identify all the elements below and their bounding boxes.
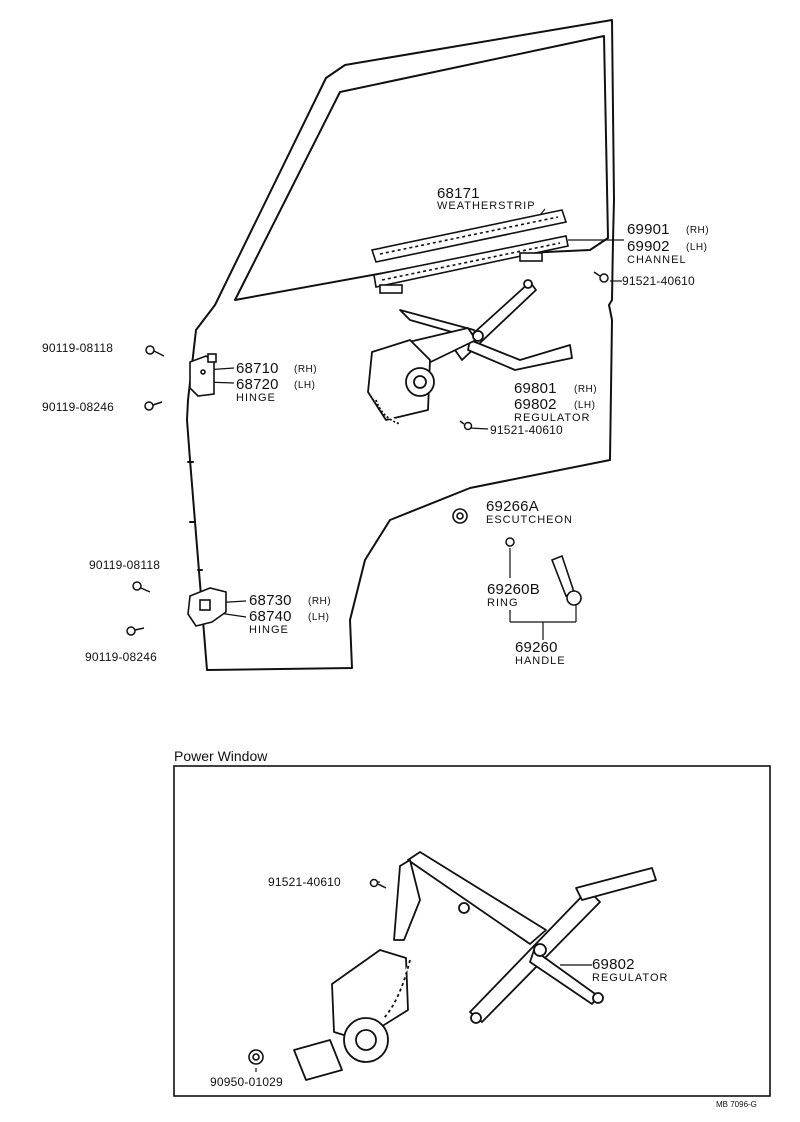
lower-hinge-part	[187, 587, 227, 627]
regulator-bolt-part-number: 91521-40610	[490, 423, 563, 437]
upper-hinge-lh-side: (LH)	[294, 380, 316, 391]
lower-hinge-bolt-icon	[132, 581, 151, 593]
door-edge-marks	[187, 461, 203, 571]
upper-hinge-lh-part-number: 68720	[236, 376, 279, 393]
lower-hinge-bolt-2-icon	[126, 626, 145, 636]
channel-bolt-icon	[593, 271, 609, 283]
weatherstrip-part-number: 68171	[437, 185, 480, 202]
lower-hinge-rh-part-number: 68730	[249, 592, 292, 609]
upper-hinge-rh-part-number: 68710	[236, 360, 279, 377]
upper-hinge-bolt-2-icon	[144, 401, 163, 411]
channel-bolt-part-number: 91521-40610	[622, 274, 695, 288]
upper-hinge-bolt-icon	[145, 345, 165, 357]
window-frame	[234, 35, 609, 301]
upper-hinge-rh-side: (RH)	[294, 364, 318, 375]
escutcheon-icon	[452, 508, 468, 524]
channel-part	[373, 235, 569, 294]
handle-part-number: 69260	[515, 639, 558, 656]
drawing-code: MB 7096-G	[716, 1100, 757, 1109]
power-window-title: Power Window	[174, 748, 268, 764]
handle-name: HANDLE	[515, 655, 566, 667]
upper-hinge-bolt-part-number: 90119-08118	[42, 341, 114, 355]
lower-hinge-name: HINGE	[249, 624, 289, 636]
lower-hinge-bolt-2-part-number: 90119-08246	[85, 650, 158, 664]
weatherstrip-name: WEATHERSTRIP	[437, 200, 536, 212]
channel-rh-part-number: 69901	[627, 221, 670, 238]
regulator-part	[367, 279, 573, 425]
lower-hinge-bolt-part-number: 90119-08118	[89, 558, 161, 572]
regulator-rh-part-number: 69801	[514, 380, 557, 397]
escutcheon-name: ESCUTCHEON	[486, 514, 574, 526]
regulator-rh-side: (RH)	[574, 384, 598, 395]
upper-hinge-part	[189, 353, 217, 397]
pw-regulator-part	[293, 851, 657, 1081]
power-window-box	[173, 765, 771, 1097]
regulator-name: REGULATOR	[514, 412, 591, 424]
channel-rh-side: (RH)	[686, 225, 710, 236]
ring-name: RING	[487, 597, 519, 609]
channel-name: CHANNEL	[627, 254, 687, 266]
lower-hinge-lh-part-number: 68740	[249, 608, 292, 625]
pw-nut-icon	[248, 1049, 264, 1065]
channel-lh-side: (LH)	[686, 242, 708, 253]
weatherstrip-part	[370, 209, 568, 263]
regulator-lh-part-number: 69802	[514, 396, 557, 413]
lower-hinge-rh-side: (RH)	[308, 596, 332, 607]
handle-icon	[550, 554, 582, 606]
channel-lh-part-number: 69902	[627, 238, 670, 255]
upper-hinge-bolt-2-part-number: 90119-08246	[42, 400, 115, 414]
ring-icon	[505, 537, 515, 547]
regulator-bolt-icon	[459, 420, 473, 431]
lower-hinge-lh-side: (LH)	[308, 612, 330, 623]
pw-nut-part-number: 90950-01029	[210, 1075, 283, 1089]
pw-bolt-part-number: 91521-40610	[268, 875, 341, 889]
regulator-lh-side: (LH)	[574, 400, 596, 411]
escutcheon-part-number: 69266A	[486, 498, 539, 515]
ring-part-number: 69260B	[487, 581, 540, 598]
upper-hinge-name: HINGE	[236, 392, 276, 404]
pw-bolt-icon	[369, 878, 387, 889]
pw-regulator-part-number: 69802	[592, 956, 635, 973]
pw-regulator-name: REGULATOR	[592, 972, 669, 984]
